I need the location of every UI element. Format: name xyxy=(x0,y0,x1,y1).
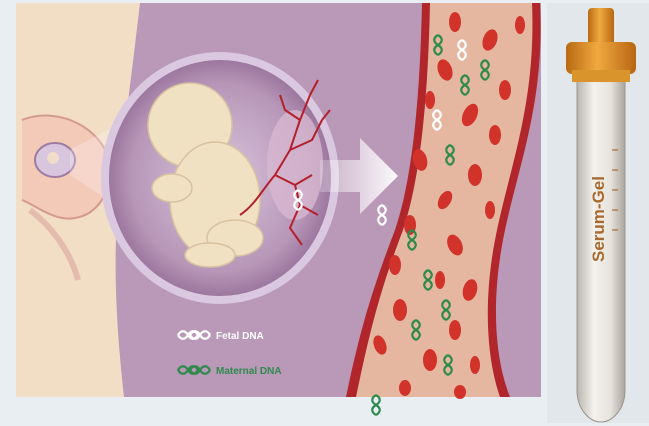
legend-maternal-label: Maternal DNA xyxy=(216,366,282,377)
legend-fetal-label: Fetal DNA xyxy=(216,331,264,342)
womb-magnified xyxy=(105,56,335,300)
illustration-panel: Fetal DNA Maternal DNA xyxy=(16,3,541,415)
blood-tube-photo: Serum-Gel xyxy=(547,3,649,423)
tube-label: Serum-Gel xyxy=(589,176,608,262)
